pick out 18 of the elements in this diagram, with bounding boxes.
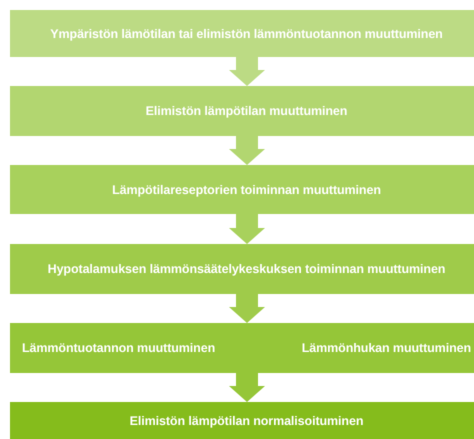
step-text: Elimistön lämpötilan muuttuminen [146,104,348,118]
block-arrow [229,373,265,402]
process-box [10,86,474,136]
step-text: Lämmöntuotannon muuttuminen [22,341,216,355]
process-box [10,323,474,373]
block-arrow [229,136,265,165]
process-box [10,165,474,214]
block-arrow [229,294,265,323]
block-arrow [229,57,265,86]
process-box [10,10,474,57]
step-text: Lämmönhukan muuttuminen [302,341,471,355]
step-text: Elimistön lämpötilan normalisoituminen [130,414,364,428]
step-text: Lämpötilareseptorien toiminnan muuttuminen [112,182,381,196]
process-box [10,402,474,439]
block-arrow [229,214,265,244]
process-box [10,244,474,294]
step-text: Ympäristön lämötilan tai elimistön lämmöntuotannon muuttuminen [50,26,443,40]
step-text: Hypotalamuksen lämmönsäätelykeskuksen toiminnan muuttuminen [48,262,446,276]
